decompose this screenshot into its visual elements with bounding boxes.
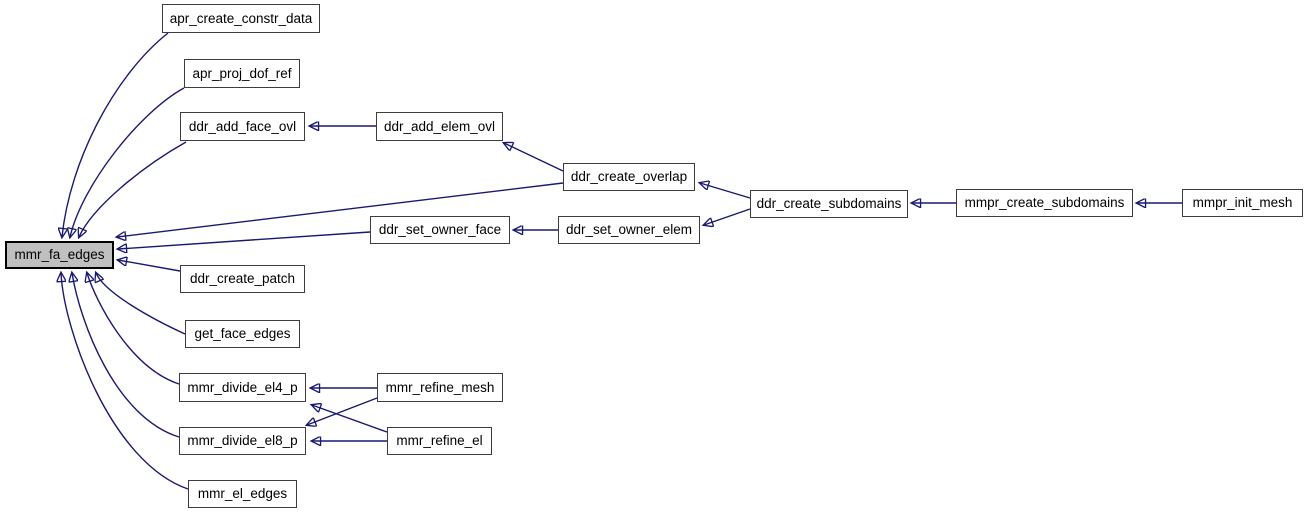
edge-ddr_add_face_ovl-mmr_fa_edges	[79, 141, 187, 237]
edge-get_face_edges-mmr_fa_edges	[96, 273, 186, 335]
node-ddr_set_owner_face[interactable]: ddr_set_owner_face	[370, 216, 510, 244]
edge-ddr_create_overlap-ddr_add_elem_ovl	[504, 143, 564, 172]
node-apr_proj_dof_ref[interactable]: apr_proj_dof_ref	[184, 59, 300, 88]
edge-ddr_create_subdomains-ddr_create_overlap	[700, 183, 751, 199]
edge-mmr_refine_mesh-mmr_divide_el8_p	[307, 397, 378, 425]
edge-ddr_create_patch-mmr_fa_edges	[118, 260, 181, 272]
node-mmr_divide_el4_p[interactable]: mmr_divide_el4_p	[179, 373, 306, 402]
node-mmr_refine_mesh[interactable]: mmr_refine_mesh	[377, 373, 503, 402]
edge-mmr_divide_el8_p-mmr_fa_edges	[72, 273, 180, 438]
node-ddr_add_face_ovl[interactable]: ddr_add_face_ovl	[180, 112, 305, 141]
node-ddr_create_overlap[interactable]: ddr_create_overlap	[563, 163, 695, 191]
edge-ddr_create_subdomains-ddr_set_owner_elem	[704, 208, 751, 225]
edge-apr_proj_dof_ref-mmr_fa_edges	[70, 87, 185, 237]
node-mmr_divide_el8_p[interactable]: mmr_divide_el8_p	[179, 427, 306, 455]
edge-mmr_refine_el-mmr_divide_el4_p	[312, 405, 388, 433]
node-ddr_create_subdomains[interactable]: ddr_create_subdomains	[750, 190, 908, 218]
edge-mmr_el_edges-mmr_fa_edges	[61, 273, 189, 490]
node-ddr_add_elem_ovl[interactable]: ddr_add_elem_ovl	[376, 112, 503, 141]
node-ddr_set_owner_elem[interactable]: ddr_set_owner_elem	[558, 216, 700, 244]
node-apr_create_constr_data[interactable]: apr_create_constr_data	[162, 4, 320, 33]
node-mmpr_init_mesh[interactable]: mmpr_init_mesh	[1182, 189, 1303, 217]
node-mmr_refine_el[interactable]: mmr_refine_el	[387, 427, 492, 455]
edge-mmr_divide_el4_p-mmr_fa_edges	[87, 273, 180, 385]
node-mmr_fa_edges: mmr_fa_edges	[5, 241, 114, 269]
edge-apr_create_constr_data-mmr_fa_edges	[62, 32, 169, 237]
node-ddr_create_patch[interactable]: ddr_create_patch	[180, 265, 305, 293]
edge-ddr_set_owner_face-mmr_fa_edges	[118, 231, 371, 249]
node-mmr_el_edges[interactable]: mmr_el_edges	[188, 480, 297, 508]
node-get_face_edges[interactable]: get_face_edges	[185, 320, 300, 348]
node-mmpr_create_subdomains[interactable]: mmpr_create_subdomains	[956, 189, 1133, 217]
